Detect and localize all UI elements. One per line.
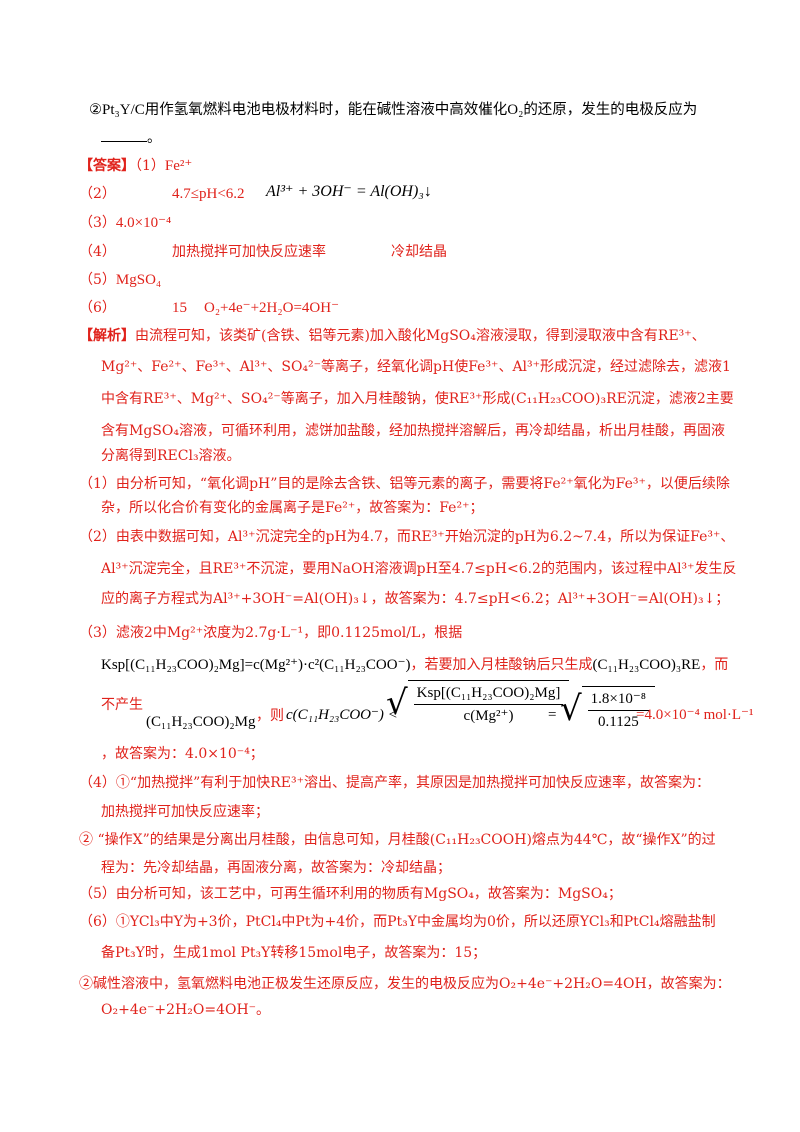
part-3-line-1: （3）滤液2中Mg²⁺浓度为2.7g·L⁻¹，即0.1125mol/L，根据 — [79, 625, 463, 641]
answer-5: MgSO₄ — [115, 272, 162, 288]
part-6-line-2: 备Pt₃Y时，生成1mol Pt₃Y转移15mol电子，故答案为：15； — [101, 945, 487, 961]
part-4-line-3: ② “操作X”的结果是分离出月桂酸，由信息可知，月桂酸(C₁₁H₂₃COOH)熔… — [79, 832, 716, 848]
formula-o2: O₂ — [507, 102, 524, 118]
part-4-line-1: （4）①“加热搅拌”有利于加快RE³⁺溶出、提高产率，其原因是加热搅拌可加快反应… — [79, 775, 710, 791]
ksp-fraction: Ksp[(C₁₁H₂₃COO)₂Mg] c(Mg²⁺) — [413, 683, 564, 726]
sqrt-value-wrapper: √ 1.8×10⁻⁸ 0.1125 — [560, 686, 656, 732]
analysis-label: 【解析】 — [79, 328, 135, 344]
part-3-text-b: ，而 — [700, 657, 729, 673]
answer-1: Fe²⁺ — [164, 158, 193, 174]
question-text-2: 的还原，发生的电极反应为 — [523, 102, 698, 118]
answer-4-first: 加热搅拌可加快反应速率 — [172, 244, 326, 260]
answer-6-second: O₂+4e⁻+2H₂O=4OH⁻ — [204, 300, 339, 316]
circle-number: ② — [89, 102, 102, 118]
ksp-expression: Ksp[(C₁₁H₂₃COO)₂Mg]=c(Mg²⁺)·c²(C₁₁H₂₃COO… — [101, 657, 411, 673]
answer-4-num: （4） — [79, 244, 116, 260]
part-6-line-1: （6）①YCl₃中Y为+3价，PtCl₄中Pt为+4价，而Pt₃Y中金属均为0价… — [79, 914, 716, 930]
answer-blank — [101, 129, 147, 142]
formula-pt3yc: Pt₃Y/C — [102, 102, 145, 118]
answer-2-equation: Al³⁺ + 3OH⁻ = Al(OH)₃↓ — [266, 183, 432, 200]
answer-3-num: （3） — [79, 215, 116, 231]
part-3-line-3a: 不产生 — [101, 697, 143, 713]
ksp-denominator: c(Mg²⁺) — [463, 708, 514, 724]
analysis-intro-line-1: 【解析】由流程可知，该类矿(含铁、铝等元素)加入酸化MgSO₄溶液浸取，得到浸取… — [79, 326, 706, 346]
value-denominator: 0.1125 — [598, 714, 639, 730]
answer-5-num: （5） — [79, 272, 116, 288]
answer-3: 4.0×10⁻⁴ — [115, 215, 172, 231]
radical-sign: √ — [386, 683, 408, 723]
part-3-text-a: ，若要加入月桂酸钠后只生成 — [410, 657, 593, 673]
concentration-result: =4.0×10⁻⁴ mol·L⁻¹ — [636, 707, 754, 723]
part-3-line-2: Ksp[(C₁₁H₂₃COO)₂Mg]=c(Mg²⁺)·c²(C₁₁H₂₃COO… — [101, 655, 728, 675]
concentration-expression: c(C₁₁H₂₃COO⁻) < — [286, 707, 398, 723]
answer-line-6: （6） — [79, 298, 116, 318]
answer-2-range: 4.7≤pH<6.2 — [172, 186, 245, 202]
answer-2-num: （2） — [79, 186, 116, 202]
analysis-text: 由流程可知，该类矿(含铁、铝等元素)加入酸化MgSO₄溶液浸取，得到浸取液中含有… — [135, 328, 706, 344]
value-numerator: 1.8×10⁻⁸ — [587, 689, 650, 711]
part-4-line-4: 程为：先冷却结晶，再固液分离，故答案为：冷却结晶； — [101, 860, 451, 876]
value-fraction: 1.8×10⁻⁸ 0.1125 — [587, 689, 650, 732]
answer-6-num: （6） — [79, 300, 116, 316]
radical-sign: √ — [560, 689, 582, 729]
answer-1-num: （1） — [135, 158, 165, 174]
analysis-intro-line-5: 分离得到RECl₃溶液。 — [101, 448, 241, 464]
answer-line-4: （4） — [79, 242, 116, 262]
answer-line-5: （5）MgSO₄ — [79, 270, 161, 290]
answer-line-2: （2） — [79, 184, 116, 204]
part-3-line-4: ，故答案为：4.0×10⁻⁴； — [101, 746, 264, 762]
answer-4-second: 冷却结晶 — [391, 244, 447, 260]
analysis-intro-line-2: Mg²⁺、Fe²⁺、Fe³⁺、Al³⁺、SO₄²⁻等离子，经氧化调pH使Fe³⁺… — [101, 359, 731, 375]
sqrt-ksp: √ Ksp[(C₁₁H₂₃COO)₂Mg] c(Mg²⁺) — [386, 680, 570, 726]
part-6-line-4: O₂+4e⁻+2H₂O=4OH⁻。 — [101, 1002, 271, 1018]
ksp-numerator: Ksp[(C₁₁H₂₃COO)₂Mg] — [413, 683, 564, 705]
part-1-line-2: 杂，所以化合价有变化的金属离子是Fe²⁺，故答案为：Fe²⁺； — [101, 500, 484, 516]
part-6-line-3: ②碱性溶液中，氢氧燃料电池正极发生还原反应，发生的电极反应为O₂+4e⁻+2H₂… — [79, 976, 731, 992]
part-4-line-2: 加热搅拌可加快反应速率； — [101, 804, 269, 820]
answer-line-1: 【答案】（1）Fe²⁺ — [79, 156, 192, 176]
question-blank-line: 。 — [101, 128, 161, 148]
sqrt-body: 1.8×10⁻⁸ 0.1125 — [581, 686, 656, 732]
part-2-line-2: Al³⁺沉淀完全，且RE³⁺不沉淀，要用NaOH溶液调pH至4.7≤pH<6.2… — [101, 561, 737, 577]
question-end: 。 — [147, 130, 161, 146]
sqrt-body: Ksp[(C₁₁H₂₃COO)₂Mg] c(Mg²⁺) — [407, 680, 570, 726]
equals-sign: = — [548, 707, 557, 723]
part-5-line: （5）由分析可知，该工艺中，可再生循环利用的物质有MgSO₄，故答案为：MgSO… — [79, 886, 622, 902]
analysis-intro-line-4: 含有MgSO₄溶液，可循环利用，滤饼加盐酸，经加热搅拌溶解后，再冷却结晶，析出月… — [101, 423, 725, 439]
part-2-line-1: （2）由表中数据可知，Al³⁺沉淀完全的pH为4.7，而RE³⁺开始沉淀的pH为… — [79, 529, 735, 545]
part-3-then: ，则 — [256, 708, 284, 724]
part-1-line-1: （1）由分析可知，“氧化调pH”目的是除去含铁、铝等元素的离子，需要将Fe²⁺氧… — [79, 476, 730, 492]
part-2-line-3: 应的离子方程式为Al³⁺+3OH⁻=Al(OH)₃↓，故答案为：4.7≤pH<6… — [101, 591, 730, 607]
answer-label: 【答案】 — [79, 158, 135, 174]
mg-formula: (C₁₁H₂₃COO)₂Mg — [146, 714, 256, 730]
question-text-1: 用作氢氧燃料电池电极材料时，能在碱性溶液中高效催化 — [144, 102, 508, 118]
answer-6-first: 15 — [172, 300, 187, 316]
sqrt-value: √ 1.8×10⁻⁸ 0.1125 — [560, 686, 656, 732]
answer-line-3: （3）4.0×10⁻⁴ — [79, 213, 171, 233]
sqrt-ksp-wrapper: √ Ksp[(C₁₁H₂₃COO)₂Mg] c(Mg²⁺) — [386, 680, 570, 726]
re-formula: (C₁₁H₂₃COO)₃RE — [592, 657, 701, 673]
analysis-intro-line-3: 中含有RE³⁺、Mg²⁺、SO₄²⁻等离子，加入月桂酸钠，使RE³⁺形成(C₁₁… — [101, 391, 734, 407]
question-2-line: ②Pt₃Y/C用作氢氧燃料电池电极材料时，能在碱性溶液中高效催化O₂的还原，发生… — [89, 100, 697, 120]
